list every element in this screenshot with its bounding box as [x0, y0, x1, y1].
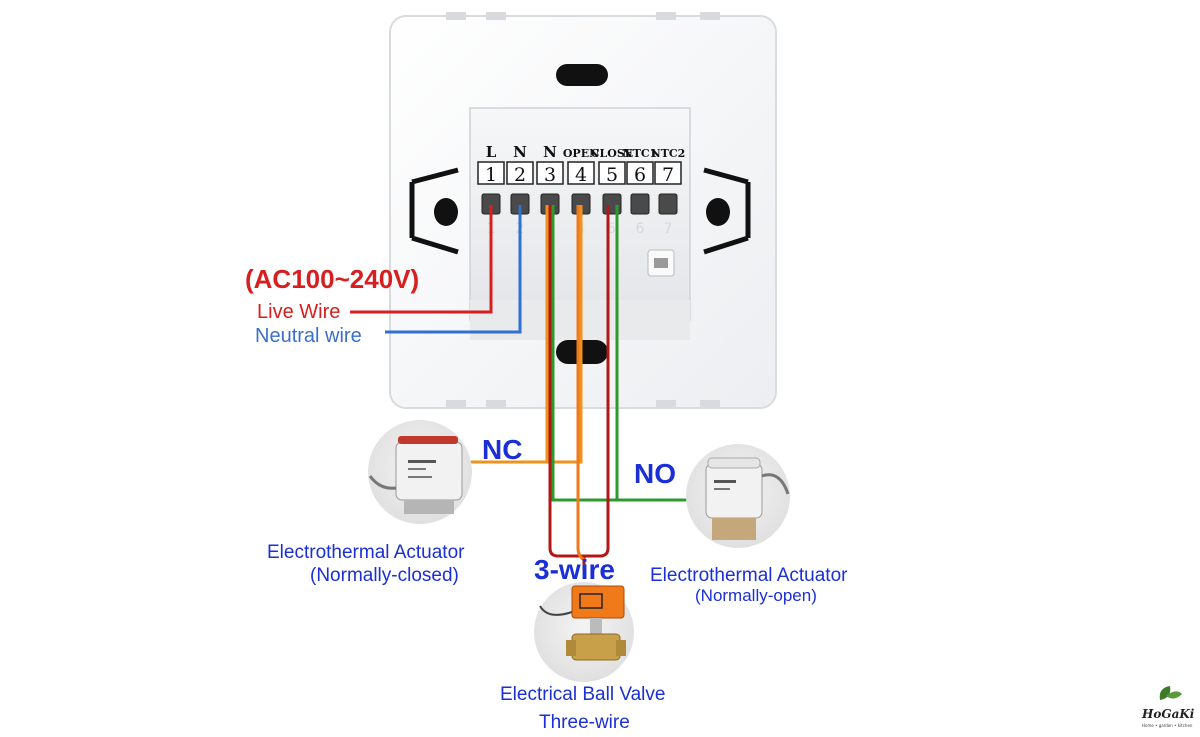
- neutral-wire-label: Neutral wire: [255, 325, 362, 347]
- no-actuator-title: Electrothermal Actuator: [650, 565, 848, 586]
- valve-orange-mid: [576, 205, 585, 562]
- terminal-screw-6: [630, 193, 650, 215]
- terminal-name-4: OPEN: [563, 147, 599, 160]
- svg-text:HoGaKi: HoGaKi: [1141, 707, 1195, 721]
- terminal-number-1: 1: [485, 164, 497, 186]
- valve-sub: Three-wire: [539, 712, 630, 733]
- terminal-name-2: N: [513, 143, 527, 161]
- nc-actuator-image: [368, 420, 472, 524]
- nc-actuator-title: Electrothermal Actuator: [267, 542, 465, 563]
- open-wire-valve: [480, 205, 583, 464]
- valve-red-left: [548, 205, 584, 558]
- ball-valve-image: [534, 582, 634, 682]
- nc-label: NC: [482, 434, 523, 465]
- terminal-number-2: 2: [514, 164, 526, 186]
- terminal-number-box-5: [598, 161, 626, 185]
- terminal-number-box-3: [536, 161, 564, 185]
- valve-red-right: [582, 205, 610, 570]
- terminal-number-box-6: [626, 161, 654, 185]
- terminal-number-4: 4: [575, 164, 587, 186]
- terminal-name-6: NTC1: [623, 147, 658, 160]
- no-actuator-image: [686, 444, 790, 548]
- nc-actuator-sub: (Normally-closed): [310, 565, 459, 586]
- terminal-name-5: CLOSE: [591, 147, 633, 160]
- terminal-name-1: L: [486, 143, 497, 161]
- leaf-icon: HoGaKi Home • garden • kitchen: [1141, 686, 1195, 728]
- terminal-embossed-number-6: 6: [636, 221, 645, 237]
- terminal-number-box-7: [654, 161, 682, 185]
- no-label: NO: [634, 458, 676, 489]
- live-wire-label: Live Wire: [257, 301, 341, 323]
- terminal-name-3: N: [543, 143, 557, 161]
- close-wire-a: [551, 205, 690, 502]
- live-wire: [350, 205, 493, 314]
- three-wire-label: 3-wire: [534, 554, 615, 585]
- terminal-number-box-4: [567, 161, 595, 185]
- svg-text:Home • garden • kitchen: Home • garden • kitchen: [1142, 723, 1193, 728]
- hogaki-logo: HoGaKi Home • garden • kitchen: [1138, 682, 1198, 732]
- terminal-number-3: 3: [544, 164, 556, 186]
- terminal-number-box-2: [506, 161, 534, 185]
- terminal-number-7: 7: [662, 164, 674, 186]
- terminal-number-6: 6: [634, 164, 646, 186]
- neutral-wire: [385, 205, 522, 334]
- terminal-number-5: 5: [606, 164, 618, 186]
- terminal-embossed-number-5: 5: [608, 221, 617, 237]
- terminal-name-7: NTC2: [651, 147, 686, 160]
- voltage-label: (AC100~240V): [245, 264, 420, 294]
- terminal-number-box-1: [477, 161, 505, 185]
- terminal-screw-7: [658, 193, 678, 215]
- terminal-embossed-number-7: 7: [664, 221, 673, 237]
- valve-title: Electrical Ball Valve: [500, 684, 666, 705]
- no-actuator-sub: (Normally-open): [695, 586, 817, 605]
